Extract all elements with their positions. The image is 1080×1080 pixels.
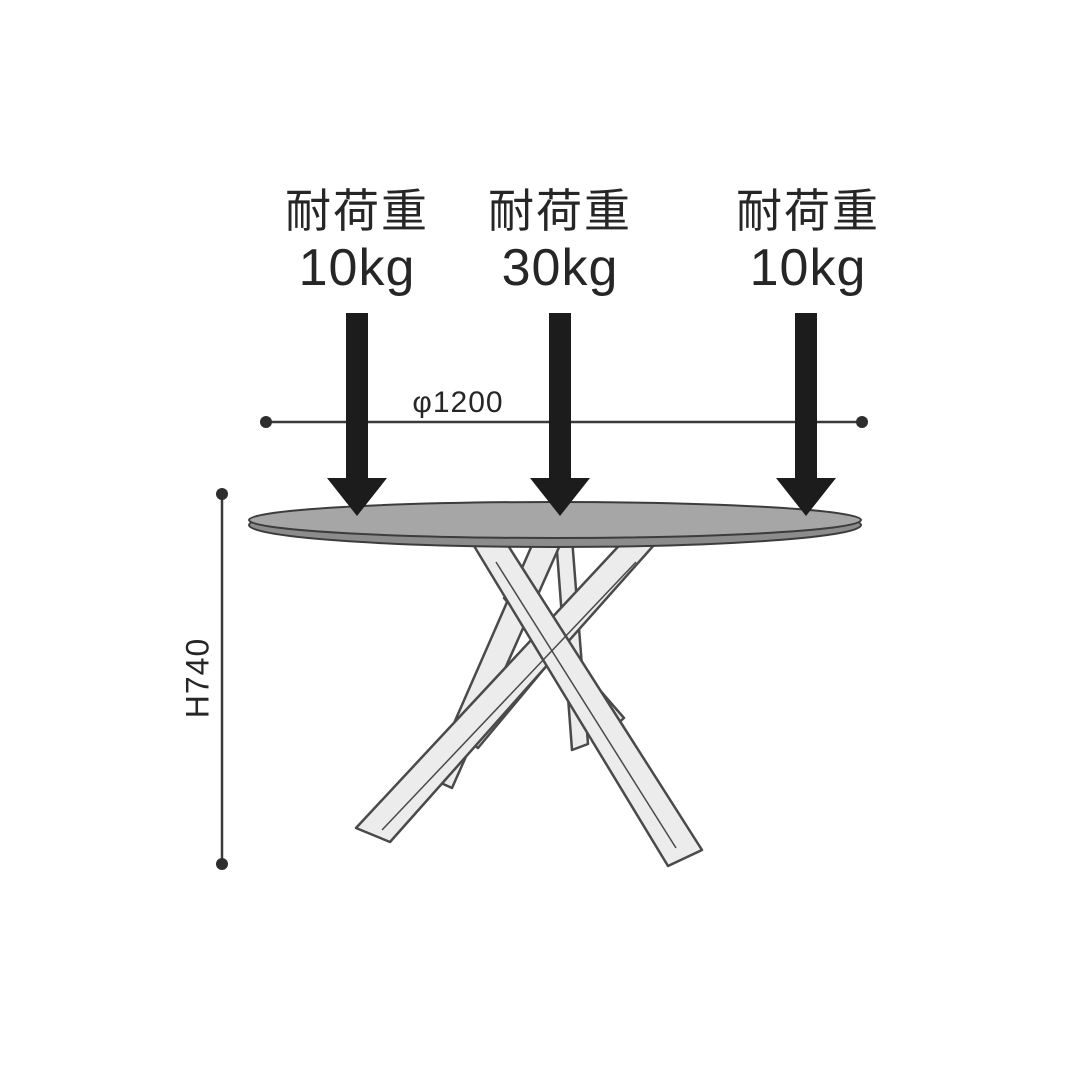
center-load-arrow-icon <box>530 313 590 516</box>
load-label-center-title: 耐荷重 <box>488 185 632 237</box>
load-label-left-value: 10kg <box>298 238 416 297</box>
height-line-bottom-dot <box>216 858 228 870</box>
diameter-line-left-dot <box>260 416 272 428</box>
right-load-arrow-icon <box>776 313 836 516</box>
load-label-left-title: 耐荷重 <box>285 185 429 237</box>
height-dimension-line <box>216 488 228 870</box>
diameter-line-right-dot <box>856 416 868 428</box>
load-arrows <box>327 313 836 516</box>
leg-facet-line-1 <box>495 561 677 849</box>
table-legs <box>354 534 704 868</box>
height-line-top-dot <box>216 488 228 500</box>
load-label-center: 耐荷重 30kg <box>488 183 632 295</box>
left-load-arrow-icon <box>327 313 387 516</box>
load-label-right: 耐荷重 10kg <box>736 183 880 295</box>
height-dimension-label: H740 <box>179 637 216 719</box>
load-label-right-value: 10kg <box>749 238 867 297</box>
leg-facet-line-2 <box>381 561 637 831</box>
diameter-dimension-label: φ1200 <box>412 386 504 419</box>
load-label-right-title: 耐荷重 <box>736 185 880 237</box>
load-label-center-value: 30kg <box>501 238 619 297</box>
load-label-left: 耐荷重 10kg <box>285 183 429 295</box>
